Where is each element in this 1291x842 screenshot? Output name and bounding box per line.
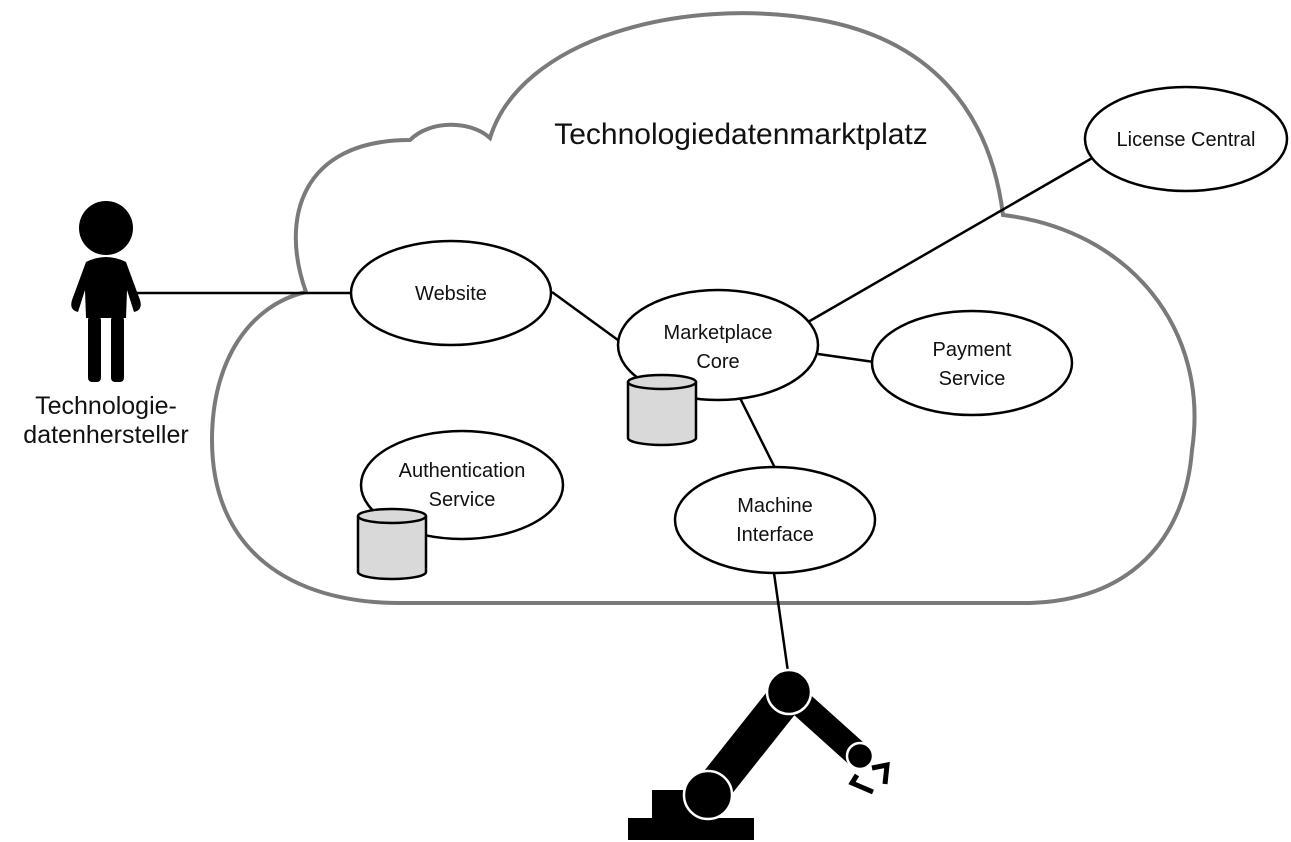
connector-machine-robot <box>772 572 790 673</box>
node-auth-label-line2: Service <box>429 489 496 511</box>
connections <box>136 155 1095 673</box>
node-machine-label-line1: Machine <box>737 495 813 517</box>
connector-core-payment <box>817 352 875 364</box>
node-payment-label-line1: Payment <box>933 339 1012 361</box>
node-core-label-line1: Marketplace <box>664 322 773 344</box>
node-authentication-service: Authentication Service <box>359 429 565 541</box>
node-payment-label-line2: Service <box>939 368 1006 390</box>
node-payment-service: Payment Service <box>870 309 1074 417</box>
connector-core-license <box>807 155 1095 324</box>
node-machine-label-line2: Interface <box>736 524 814 546</box>
person-icon <box>71 201 141 382</box>
database-icon <box>356 507 428 581</box>
node-license-central: License Central <box>1083 85 1289 193</box>
connector-website-core <box>551 290 623 345</box>
node-auth-label-line1: Authentication <box>399 460 526 482</box>
node-license-label: License Central <box>1117 129 1256 151</box>
actor-label-line1: Technologie- <box>35 392 177 420</box>
connector-core-machine <box>738 397 777 469</box>
database-icon <box>626 373 698 447</box>
robot-arm-icon <box>628 668 890 840</box>
node-machine-interface: Machine Interface <box>673 465 877 575</box>
node-marketplace-core: Marketplace Core <box>616 288 820 402</box>
actor-label-line2: datenhersteller <box>23 421 188 449</box>
diagram-title: Technologiedatenmarktplatz <box>554 118 928 151</box>
node-website: Website <box>349 239 553 347</box>
node-website-label: Website <box>415 283 487 305</box>
node-core-label-line2: Core <box>696 351 739 373</box>
